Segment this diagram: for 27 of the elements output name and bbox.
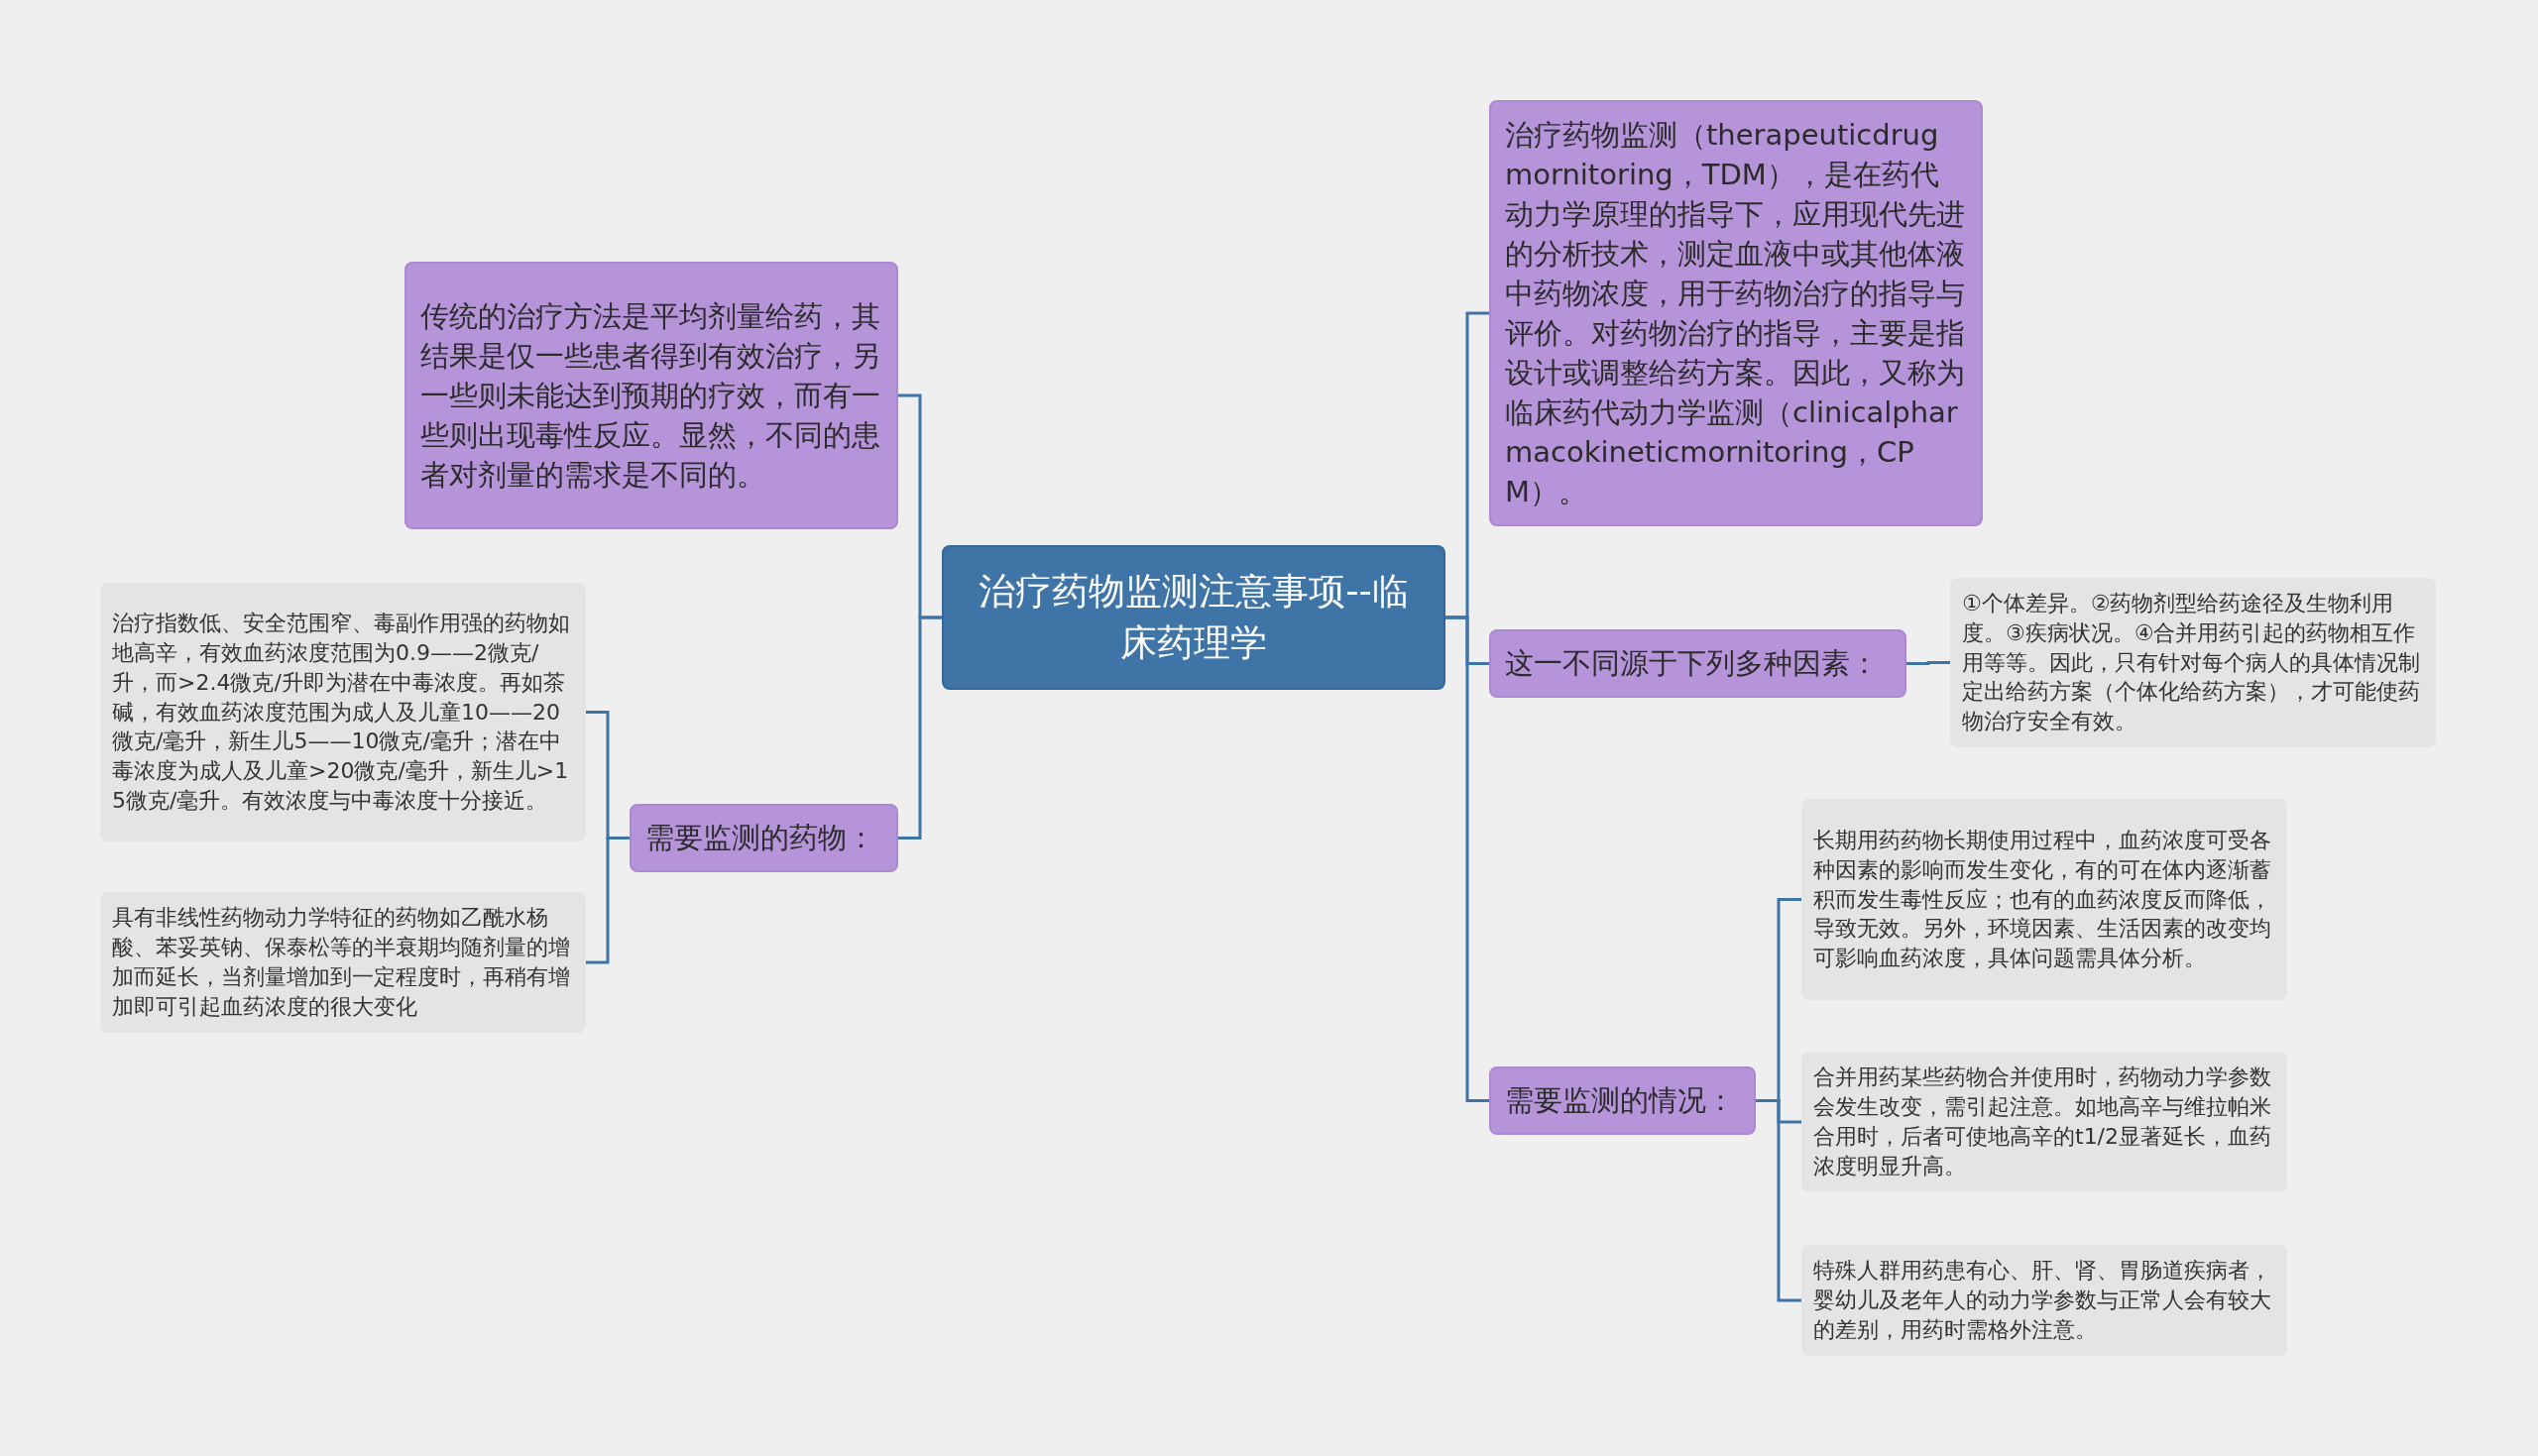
topic-text: 需要监测的情况： [1505,1082,1735,1120]
subtopic-text: 治疗指数低、安全范围窄、毒副作用强的药物如地高辛，有效血药浓度范围为0.9——2微克/升，而>2.4微克/升即为潜在中毒浓度。再如茶碱，有效血药浓度范围为成人及儿童10——20微克/毫升，新生儿5——10微克/毫升；潜在中毒浓度为成人及儿童>20微克/毫升，新生儿>15微克/毫升。有效浓度与中毒浓度十分接近。 [112,609,571,816]
topic-box [1489,629,1906,698]
subtopic-box [100,583,586,841]
connector-line [1445,616,1489,1102]
subtopic-box [1801,1245,2287,1356]
subtopic-box [1801,799,2287,1000]
topic-box [1489,1066,1756,1135]
subtopic-text: 具有非线性药物动力学特征的药物如乙酰水杨酸、苯妥英钠、保泰松等的半衰期均随剂量的增加而延长，当剂量增加到一定程度时，再稍有增加即可引起血药浓度的很大变化 [112,904,571,1021]
connector-line [1906,661,1950,665]
subtopic-box [1950,578,2436,747]
subtopic-text: 特殊人群用药患有心、肝、肾、胃肠道疾病者，婴幼儿及老年人的动力学参数与正常人会有较大的差别，用药时需格外注意。 [1813,1257,2272,1344]
subtopic-text: 合并用药某些药物合并使用时，药物动力学参数会发生改变，需引起注意。如地高辛与维拉帕米合用时，后者可使地高辛的t1/2显著延长，血药浓度明显升高。 [1813,1064,2273,1180]
subtopic-text: ①个体差异。②药物剂型给药途径及生物利用度。③疾病状况。④合并用药引起的药物相互作用等等。因此，只有针对每个病人的具体情况制定出给药方案（个体化给药方案），才可能使药物治疗安全有效。 [1962,589,2421,736]
subtopic-text: 长期用药药物长期使用过程中，血药浓度可受各种因素的影响而发生变化，有的可在体内逐渐蓄积而发生毒性反应；也有的血药浓度反而降低，导致无效。另外，环境因素、生活因素的改变均可影响血药浓度，具体问题需具体分析。 [1813,826,2272,973]
subtopic-box [100,892,586,1033]
central-topic-box [942,545,1445,690]
central-topic-text: 治疗药物监测注意事项--临床药理学 [978,569,1410,666]
topic-text: 治疗药物监测（therapeuticdrug mornitoring，TDM），是在药代动力学原理的指导下，应用现代先进的分析技术，测定血液中或其他体液中药物浓度，用于药物治疗的指导与评价。对药物治疗的指导，主要是指设计或调整给药方案。因此，又称为临床药代动力学监测（clinicalpharmacokineticmornitoring，CPM）。 [1505,116,1966,511]
subtopic-box [1801,1052,2287,1192]
topic-text: 需要监测的药物： [645,820,875,857]
connector-line [586,837,630,964]
topic-box [630,804,898,872]
connector-line [898,616,942,840]
topic-text: 这一不同源于下列多种因素： [1505,645,1879,683]
topic-text: 传统的治疗方法是平均剂量给药，其结果是仅一些患者得到有效治疗，另一些则未能达到预期的疗效，而有一些则出现毒性反应。显然，不同的患者对剂量的需求是不同的。 [420,297,881,494]
topic-box [404,262,898,529]
